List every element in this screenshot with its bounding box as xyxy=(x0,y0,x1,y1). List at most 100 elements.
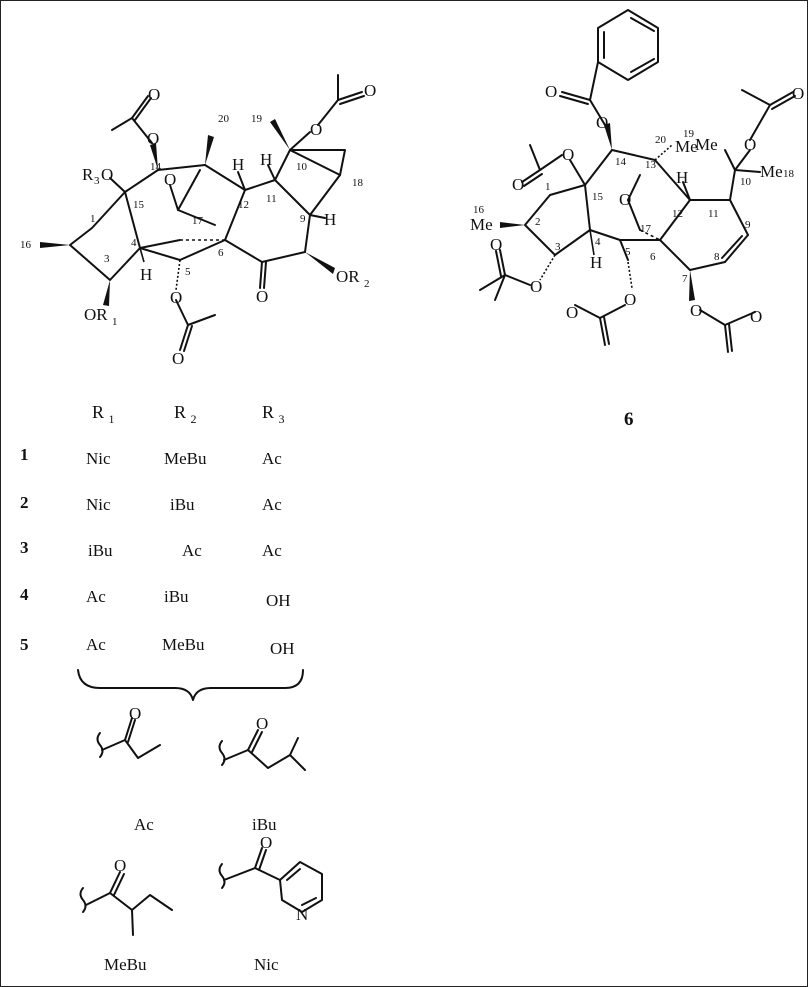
table-row: 1 Nic MeBu Ac xyxy=(20,445,282,468)
svg-text:H: H xyxy=(676,168,688,187)
svg-text:Me: Me xyxy=(470,215,493,234)
svg-text:O: O xyxy=(690,301,702,320)
svg-text:10: 10 xyxy=(296,161,308,173)
svg-text:O: O xyxy=(310,120,322,139)
svg-text:18: 18 xyxy=(783,168,795,180)
wavy-bond xyxy=(218,863,226,889)
svg-text:1: 1 xyxy=(20,445,29,464)
svg-text:iBu: iBu xyxy=(164,587,189,606)
svg-text:N: N xyxy=(296,905,308,924)
svg-text:O: O xyxy=(562,145,574,164)
or1-label: OR xyxy=(84,305,108,324)
fragment-mebu: O MeBu xyxy=(79,856,173,974)
svg-text:15: 15 xyxy=(133,199,145,211)
svg-text:12: 12 xyxy=(238,199,249,211)
svg-text:2: 2 xyxy=(535,216,541,228)
structure-right-labels: Me Me Me Me H H O O O O O O O O O O O O … xyxy=(470,82,804,430)
wedge-bond xyxy=(205,135,214,165)
svg-text:OH: OH xyxy=(266,591,291,610)
svg-text:O: O xyxy=(164,170,176,189)
structure-left xyxy=(40,74,365,352)
svg-text:O: O xyxy=(260,833,272,852)
svg-text:6: 6 xyxy=(218,247,224,259)
svg-text:8: 8 xyxy=(714,251,720,263)
wavy-bond xyxy=(218,740,226,766)
svg-text:Me: Me xyxy=(675,137,698,156)
svg-text:Ac: Ac xyxy=(182,541,202,560)
svg-text:OH: OH xyxy=(270,639,295,658)
or2-label: OR xyxy=(336,267,360,286)
svg-text:9: 9 xyxy=(300,213,306,225)
compound-6-label: 6 xyxy=(624,409,634,430)
svg-text:O: O xyxy=(624,290,636,309)
svg-text:O: O xyxy=(490,235,502,254)
svg-text:13: 13 xyxy=(645,159,657,171)
svg-text:17: 17 xyxy=(192,215,204,227)
svg-text:20: 20 xyxy=(655,134,667,146)
svg-text:16: 16 xyxy=(473,204,485,216)
svg-text:20: 20 xyxy=(218,113,230,125)
svg-text:O: O xyxy=(512,175,524,194)
svg-text:4: 4 xyxy=(131,237,137,249)
svg-text:5: 5 xyxy=(185,266,191,278)
svg-text:4: 4 xyxy=(20,585,29,604)
svg-text:MeBu: MeBu xyxy=(164,449,207,468)
svg-text:H: H xyxy=(590,253,602,272)
wedge-bond xyxy=(689,270,695,301)
structure-right xyxy=(479,9,796,353)
table-row: 4 Ac iBu OH xyxy=(20,585,291,610)
table-row: 3 iBu Ac Ac xyxy=(20,538,282,560)
svg-text:Ac: Ac xyxy=(86,587,106,606)
svg-text:O: O xyxy=(114,856,126,875)
svg-text:2: 2 xyxy=(20,493,29,512)
header-r1: R 1 xyxy=(92,402,115,426)
svg-text:O: O xyxy=(147,129,159,148)
svg-text:O: O xyxy=(792,84,804,103)
svg-text:1: 1 xyxy=(90,213,96,225)
svg-text:6: 6 xyxy=(650,251,656,263)
svg-text:H: H xyxy=(260,150,272,169)
wedge-bond xyxy=(150,143,158,170)
svg-text:O: O xyxy=(129,704,141,723)
header-r3: R 3 xyxy=(262,402,285,426)
svg-text:O: O xyxy=(545,82,557,101)
svg-text:17: 17 xyxy=(640,223,652,235)
svg-text:1: 1 xyxy=(112,316,118,328)
svg-text:Nic: Nic xyxy=(86,495,111,514)
svg-text:4: 4 xyxy=(595,236,601,248)
svg-text:Me: Me xyxy=(760,162,783,181)
svg-text:iBu: iBu xyxy=(170,495,195,514)
svg-text:Ac: Ac xyxy=(262,449,282,468)
svg-text:O: O xyxy=(744,135,756,154)
svg-text:19: 19 xyxy=(251,113,263,125)
header-r2: R 2 xyxy=(174,402,197,426)
r3-label: R xyxy=(82,165,94,184)
svg-text:10: 10 xyxy=(740,176,752,188)
svg-text:Ac: Ac xyxy=(262,541,282,560)
svg-text:9: 9 xyxy=(745,219,751,231)
wedge-bond xyxy=(103,280,110,306)
substituent-table: R 1 R 2 R 3 1 Nic MeBu Ac 2 Nic iBu Ac 3… xyxy=(20,402,304,701)
svg-text:H: H xyxy=(324,210,336,229)
svg-text:11: 11 xyxy=(708,208,719,220)
svg-text:O: O xyxy=(148,85,160,104)
svg-text:5: 5 xyxy=(20,635,29,654)
svg-text:O: O xyxy=(619,190,631,209)
svg-text:O: O xyxy=(566,303,578,322)
wedge-bond xyxy=(270,119,290,150)
svg-text:3: 3 xyxy=(104,253,110,265)
svg-text:Ac: Ac xyxy=(86,635,106,654)
fragment-ibu: O iBu xyxy=(218,714,306,834)
svg-text:O: O xyxy=(170,288,182,307)
table-header: R 1 R 2 R 3 xyxy=(92,402,285,426)
svg-text:Ac: Ac xyxy=(262,495,282,514)
wavy-bond xyxy=(96,732,104,758)
fragment-nic: O N Nic xyxy=(218,833,323,974)
svg-text:1: 1 xyxy=(545,181,551,193)
svg-text:3: 3 xyxy=(555,241,561,253)
wavy-bond xyxy=(79,887,87,913)
svg-text:14: 14 xyxy=(150,161,162,173)
svg-text:19: 19 xyxy=(683,128,695,140)
svg-text:iBu: iBu xyxy=(88,541,113,560)
fragment-ac: O Ac xyxy=(96,704,161,834)
